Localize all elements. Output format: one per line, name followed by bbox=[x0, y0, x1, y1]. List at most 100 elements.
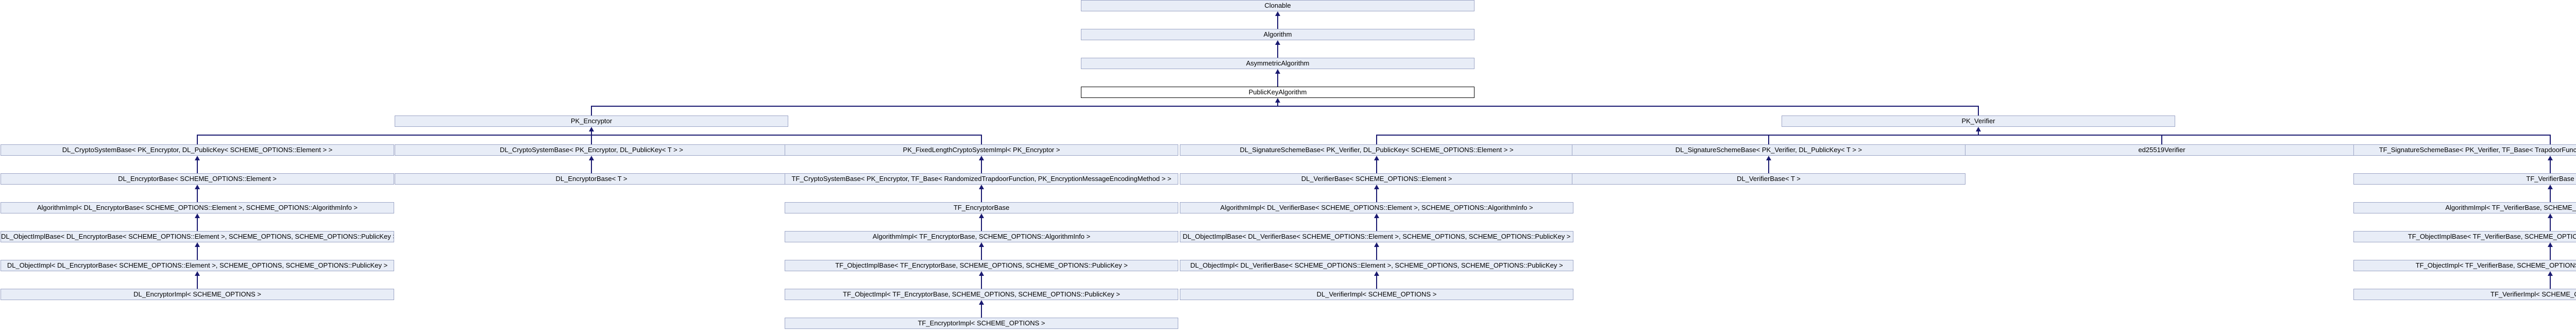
inheritance-arrowhead bbox=[195, 213, 200, 218]
inheritance-arrowhead bbox=[589, 156, 594, 160]
class-node-dl-objectimplbase-verifier[interactable]: DL_ObjectImplBase< DL_VerifierBase< SCHE… bbox=[1180, 231, 1573, 242]
inheritance-edge-line bbox=[1978, 131, 1979, 135]
inheritance-arrowhead bbox=[2548, 185, 2553, 189]
inheritance-edge-line bbox=[1376, 135, 2551, 136]
inheritance-edge-line bbox=[2161, 135, 2162, 144]
inheritance-arrowhead bbox=[1374, 213, 1379, 218]
inheritance-edge-line bbox=[2550, 218, 2551, 231]
inheritance-edge-line bbox=[1277, 44, 1278, 58]
inheritance-edge-line bbox=[1277, 15, 1278, 29]
inheritance-arrowhead bbox=[1976, 127, 1981, 131]
class-node-public-key-algorithm: PublicKeyAlgorithm bbox=[1081, 87, 1475, 98]
inheritance-edge-line bbox=[1376, 246, 1377, 260]
class-node-asymmetric-algorithm[interactable]: AsymmetricAlgorithm bbox=[1081, 58, 1475, 69]
class-node-dl-cryptosystembase-element[interactable]: DL_CryptoSystemBase< PK_Encryptor, DL_Pu… bbox=[1, 144, 394, 156]
inheritance-arrowhead bbox=[2548, 156, 2553, 160]
inheritance-edge-line bbox=[1376, 160, 1377, 173]
class-node-tf-objectimplbase-encryptor[interactable]: TF_ObjectImplBase< TF_EncryptorBase, SCH… bbox=[785, 260, 1178, 271]
class-node-dl-signatureschemebase-element[interactable]: DL_SignatureSchemeBase< PK_Verifier, DL_… bbox=[1180, 144, 1573, 156]
inheritance-arrowhead bbox=[979, 185, 984, 189]
inheritance-edge-line bbox=[1277, 102, 1278, 106]
class-node-tf-objectimpl-encryptor[interactable]: TF_ObjectImpl< TF_EncryptorBase, SCHEME_… bbox=[785, 289, 1178, 300]
inheritance-edge-line bbox=[1376, 275, 1377, 289]
inheritance-edge-line bbox=[1277, 73, 1278, 87]
inheritance-edge-line bbox=[197, 246, 198, 260]
class-node-clonable[interactable]: Clonable bbox=[1081, 0, 1475, 11]
class-node-dl-verifierbase-t[interactable]: DL_VerifierBase< T > bbox=[1572, 173, 1965, 185]
inheritance-edge-line bbox=[1376, 218, 1377, 231]
inheritance-arrowhead bbox=[195, 185, 200, 189]
class-node-tf-objectimplbase-verifier[interactable]: TF_ObjectImplBase< TF_VerifierBase, SCHE… bbox=[2353, 231, 2576, 242]
inheritance-arrowhead bbox=[1275, 98, 1280, 103]
class-node-pk-verifier[interactable]: PK_Verifier bbox=[1782, 116, 2175, 127]
class-node-algorithmimpl-tf-verifierbase[interactable]: AlgorithmImpl< TF_VerifierBase, SCHEME_O… bbox=[2353, 202, 2576, 213]
inheritance-edge-line bbox=[981, 218, 982, 231]
inheritance-edge-line bbox=[981, 135, 982, 144]
inheritance-arrowhead bbox=[1275, 11, 1280, 16]
class-node-pk-encryptor[interactable]: PK_Encryptor bbox=[395, 116, 788, 127]
inheritance-arrowhead bbox=[979, 242, 984, 247]
inheritance-arrowhead bbox=[2548, 271, 2553, 276]
inheritance-edge-line bbox=[197, 218, 198, 231]
inheritance-arrowhead bbox=[979, 213, 984, 218]
class-node-algorithmimpl-dl-encryptorbase[interactable]: AlgorithmImpl< DL_EncryptorBase< SCHEME_… bbox=[1, 202, 394, 213]
inheritance-edge-line bbox=[2550, 160, 2551, 173]
class-node-tf-verifierbase[interactable]: TF_VerifierBase bbox=[2353, 173, 2576, 185]
inheritance-arrowhead bbox=[195, 271, 200, 276]
inheritance-edge-line bbox=[981, 275, 982, 289]
inheritance-edge-line bbox=[197, 135, 982, 136]
class-node-dl-verifierimpl[interactable]: DL_VerifierImpl< SCHEME_OPTIONS > bbox=[1180, 289, 1573, 300]
inheritance-edge-line bbox=[981, 304, 982, 318]
class-node-tf-encryptorimpl[interactable]: TF_EncryptorImpl< SCHEME_OPTIONS > bbox=[785, 318, 1178, 329]
class-node-dl-signatureschemebase-t[interactable]: DL_SignatureSchemeBase< PK_Verifier, DL_… bbox=[1572, 144, 1965, 156]
inheritance-arrowhead bbox=[195, 156, 200, 160]
class-node-tf-encryptorbase[interactable]: TF_EncryptorBase bbox=[785, 202, 1178, 213]
inheritance-arrowhead bbox=[1275, 69, 1280, 74]
inheritance-edge-line bbox=[2550, 135, 2551, 144]
inheritance-edge-line bbox=[197, 135, 198, 144]
class-node-dl-objectimpl-verifier[interactable]: DL_ObjectImpl< DL_VerifierBase< SCHEME_O… bbox=[1180, 260, 1573, 271]
class-node-dl-encryptorbase-element[interactable]: DL_EncryptorBase< SCHEME_OPTIONS::Elemen… bbox=[1, 173, 394, 185]
class-node-algorithmimpl-tf-encryptorbase[interactable]: AlgorithmImpl< TF_EncryptorBase, SCHEME_… bbox=[785, 231, 1178, 242]
inheritance-edge-line bbox=[981, 246, 982, 260]
inheritance-edge-line bbox=[1768, 135, 1769, 144]
inheritance-arrowhead bbox=[1374, 185, 1379, 189]
inheritance-arrowhead bbox=[1766, 156, 1771, 160]
inheritance-arrowhead bbox=[979, 300, 984, 305]
inheritance-arrowhead bbox=[979, 156, 984, 160]
inheritance-edge-line bbox=[197, 189, 198, 202]
inheritance-edge-line bbox=[981, 189, 982, 202]
class-node-algorithmimpl-dl-verifierbase[interactable]: AlgorithmImpl< DL_VerifierBase< SCHEME_O… bbox=[1180, 202, 1573, 213]
inheritance-arrowhead bbox=[195, 242, 200, 247]
class-node-dl-verifierbase-element[interactable]: DL_VerifierBase< SCHEME_OPTIONS::Element… bbox=[1180, 173, 1573, 185]
inheritance-edge-line bbox=[2550, 246, 2551, 260]
inheritance-edge-line bbox=[2550, 189, 2551, 202]
class-node-tf-verifierimpl[interactable]: TF_VerifierImpl< SCHEME_OPTIONS > bbox=[2353, 289, 2576, 300]
inheritance-edge-line bbox=[1978, 106, 1979, 116]
inheritance-edge-line bbox=[197, 275, 198, 289]
class-node-dl-objectimplbase-encryptor[interactable]: DL_ObjectImplBase< DL_EncryptorBase< SCH… bbox=[1, 231, 394, 242]
class-node-dl-cryptosystembase-t[interactable]: DL_CryptoSystemBase< PK_Encryptor, DL_Pu… bbox=[395, 144, 788, 156]
class-node-tf-cryptosystembase[interactable]: TF_CryptoSystemBase< PK_Encryptor, TF_Ba… bbox=[785, 173, 1178, 185]
class-node-ed25519verifier[interactable]: ed25519Verifier bbox=[1965, 144, 2359, 156]
inheritance-edge-line bbox=[591, 131, 592, 135]
inheritance-arrowhead bbox=[589, 127, 594, 131]
class-node-dl-objectimpl-encryptor[interactable]: DL_ObjectImpl< DL_EncryptorBase< SCHEME_… bbox=[1, 260, 394, 271]
class-node-pk-fixedlengthcryptosystemimpl[interactable]: PK_FixedLengthCryptoSystemImpl< PK_Encry… bbox=[785, 144, 1178, 156]
inheritance-edge-line bbox=[197, 160, 198, 173]
class-node-tf-objectimpl-verifier[interactable]: TF_ObjectImpl< TF_VerifierBase, SCHEME_O… bbox=[2353, 260, 2576, 271]
inheritance-edge-line bbox=[591, 106, 592, 116]
class-node-dl-encryptorbase-t[interactable]: DL_EncryptorBase< T > bbox=[395, 173, 788, 185]
inheritance-edge-line bbox=[591, 160, 592, 173]
class-node-algorithm[interactable]: Algorithm bbox=[1081, 29, 1475, 40]
inheritance-edge-line bbox=[591, 135, 592, 144]
inheritance-arrowhead bbox=[2548, 242, 2553, 247]
inheritance-arrowhead bbox=[1374, 271, 1379, 276]
class-node-tf-signatureschemebase[interactable]: TF_SignatureSchemeBase< PK_Verifier, TF_… bbox=[2353, 144, 2576, 156]
inheritance-edge-line bbox=[981, 160, 982, 173]
inheritance-arrowhead bbox=[979, 271, 984, 276]
inheritance-edge-line bbox=[591, 106, 1979, 107]
inheritance-arrowhead bbox=[2548, 213, 2553, 218]
class-node-dl-encryptorimpl[interactable]: DL_EncryptorImpl< SCHEME_OPTIONS > bbox=[1, 289, 394, 300]
